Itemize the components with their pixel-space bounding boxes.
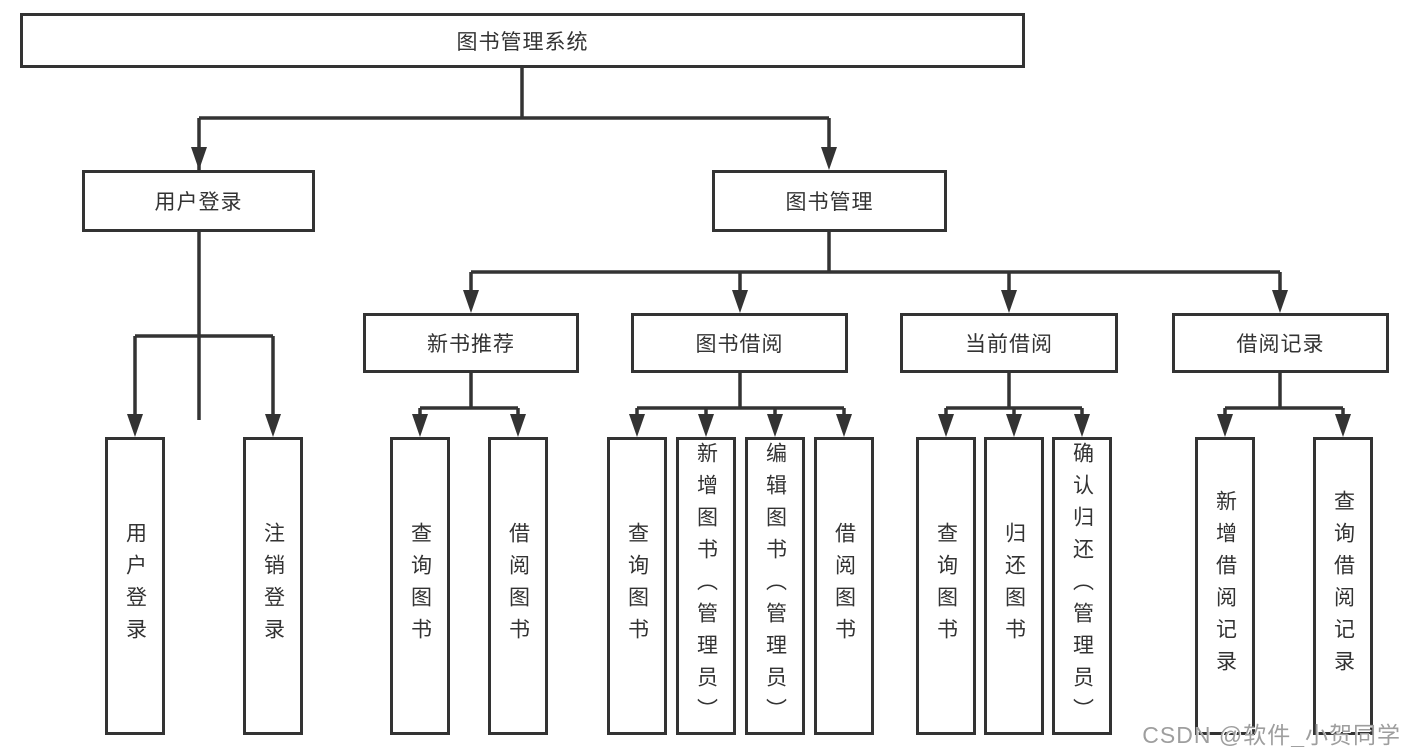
- arrowheads: [127, 147, 1351, 437]
- leaf-records-add-record: 新增借阅记录: [1195, 437, 1255, 735]
- node-user-login: 用户登录: [82, 170, 315, 232]
- leaf-borrow-query-books: 查询图书: [607, 437, 667, 735]
- node-current-borrow: 当前借阅: [900, 313, 1118, 373]
- node-book-management: 图书管理: [712, 170, 947, 232]
- leaf-user-login: 用户登录: [105, 437, 165, 735]
- node-borrow-records: 借阅记录: [1172, 313, 1389, 373]
- node-library-system: 图书管理系统: [20, 13, 1025, 68]
- leaf-logout: 注销登录: [243, 437, 303, 735]
- leaf-records-query-record: 查询借阅记录: [1313, 437, 1373, 735]
- leaf-borrow-add-books-admin: 新增图书（管理员）: [676, 437, 736, 735]
- leaf-current-confirm-return-admin: 确认归还（管理员）: [1052, 437, 1112, 735]
- leaf-borrow-borrow-books: 借阅图书: [814, 437, 874, 735]
- leaf-borrow-edit-books-admin: 编辑图书（管理员）: [745, 437, 805, 735]
- node-new-book-recommend: 新书推荐: [363, 313, 579, 373]
- watermark: CSDN @软件_小贺同学: [1142, 722, 1401, 747]
- leaf-current-query-books: 查询图书: [916, 437, 976, 735]
- leaf-recommend-borrow-books: 借阅图书: [488, 437, 548, 735]
- leaf-recommend-query-books: 查询图书: [390, 437, 450, 735]
- leaf-current-return-books: 归还图书: [984, 437, 1044, 735]
- node-book-borrow: 图书借阅: [631, 313, 848, 373]
